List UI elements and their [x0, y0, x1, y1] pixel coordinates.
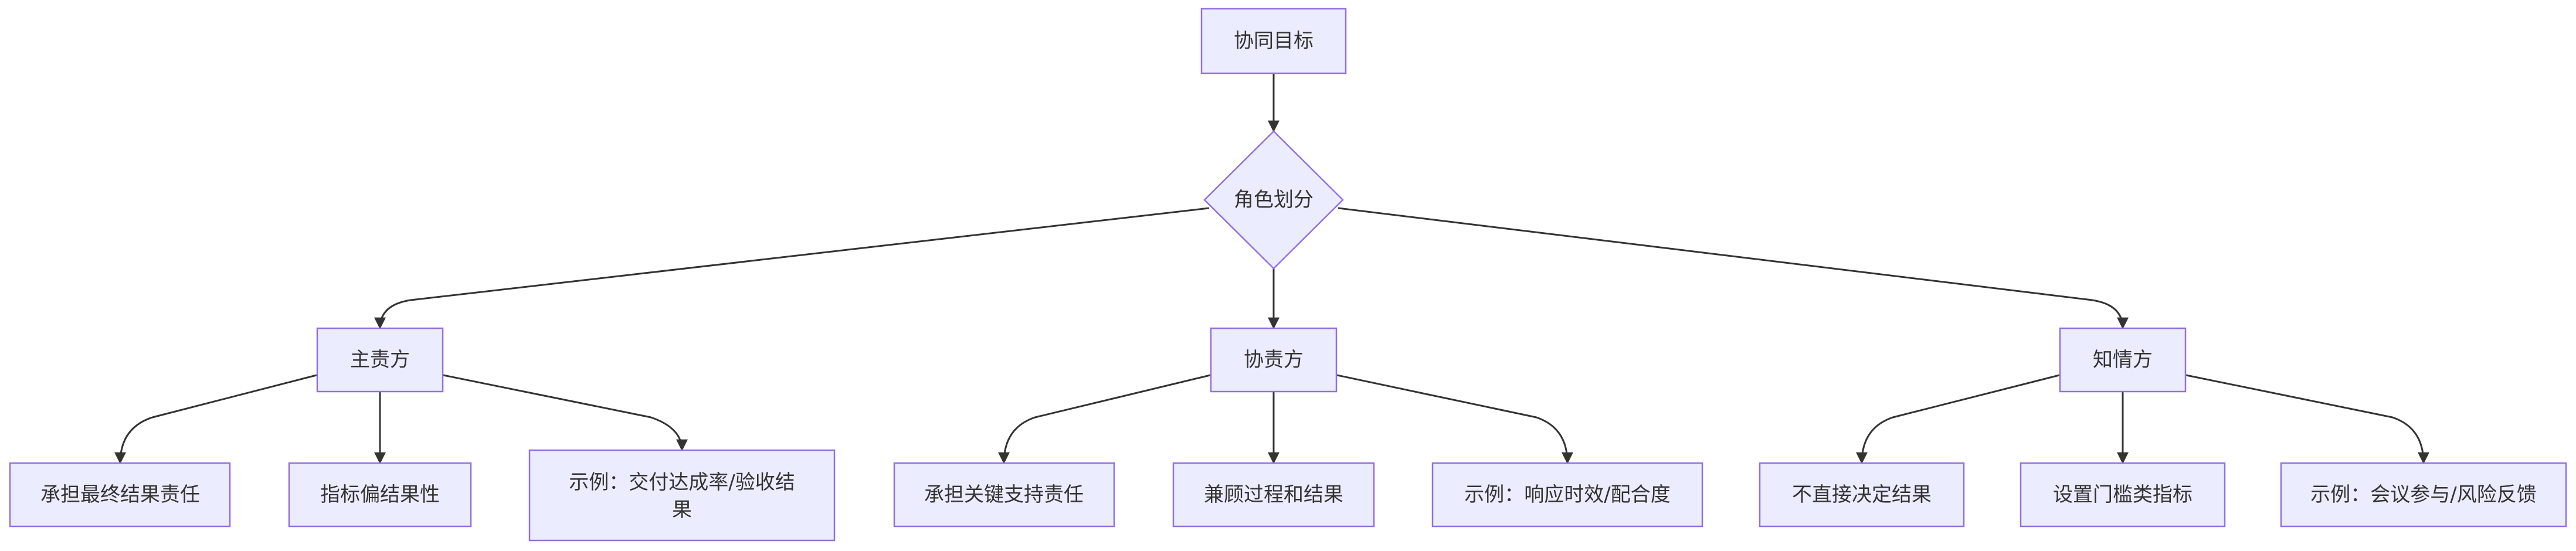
edge-primary-to-leaf-1 [114, 374, 317, 464]
edge-assist-to-leaf-3 [1336, 374, 1573, 464]
node-informed-leaf-1[interactable]: 不直接决定结果 [1759, 462, 1965, 528]
edge-decision-to-informed [1338, 207, 2129, 329]
node-assist-label: 协责方 [1244, 348, 1304, 372]
node-informed[interactable]: 知情方 [2059, 327, 2187, 393]
node-assist-leaf-2-label: 兼顾过程和结果 [1204, 483, 1343, 506]
node-assist-leaf-1[interactable]: 承担关键支持责任 [893, 462, 1115, 528]
node-primary-leaf-1-label: 承担最终结果责任 [40, 483, 200, 506]
edge-assist-to-leaf-1 [998, 374, 1211, 464]
node-assist-leaf-3-label: 示例：响应时效/配合度 [1464, 483, 1670, 506]
node-primary-leaf-3-label-line-1: 示例：交付达成率/验收结 [569, 471, 795, 494]
edge-primary-to-leaf-3 [443, 374, 688, 451]
node-assist-leaf-2[interactable]: 兼顾过程和结果 [1172, 462, 1375, 528]
edges [114, 73, 2429, 464]
node-root[interactable]: 协同目标 [1200, 8, 1347, 74]
node-assist-leaf-1-label: 承担关键支持责任 [924, 483, 1084, 506]
edge-decision-to-primary [374, 207, 1210, 329]
node-decision-label: 角色划分 [1234, 188, 1314, 212]
node-primary-leaf-3-label-line-2: 果 [672, 498, 692, 522]
node-assist-leaf-3[interactable]: 示例：响应时效/配合度 [1431, 462, 1703, 528]
node-informed-leaf-2-label: 设置门槛类指标 [2053, 483, 2193, 506]
node-primary-leaf-2[interactable]: 指标偏结果性 [288, 462, 472, 528]
node-informed-leaf-3-label: 示例：会议参与/风险反馈 [2310, 483, 2536, 506]
node-primary-label: 主责方 [350, 348, 410, 372]
node-informed-label: 知情方 [2093, 348, 2153, 372]
node-informed-leaf-2[interactable]: 设置门槛类指标 [2020, 462, 2226, 528]
node-informed-leaf-3[interactable]: 示例：会议参与/风险反馈 [2280, 462, 2567, 528]
node-assist[interactable]: 协责方 [1210, 327, 1338, 393]
node-primary-leaf-3[interactable]: 示例：交付达成率/验收结 果 [528, 449, 836, 542]
node-decision[interactable]: 角色划分 [1203, 130, 1344, 270]
edge-informed-to-leaf-3 [2185, 374, 2429, 464]
node-root-label: 协同目标 [1234, 29, 1314, 53]
edge-informed-to-leaf-1 [1856, 374, 2060, 464]
node-informed-leaf-1-label: 不直接决定结果 [1792, 483, 1932, 506]
node-primary-leaf-1[interactable]: 承担最终结果责任 [9, 462, 231, 528]
node-primary[interactable]: 主责方 [316, 327, 444, 393]
node-primary-leaf-2-label: 指标偏结果性 [320, 483, 440, 506]
